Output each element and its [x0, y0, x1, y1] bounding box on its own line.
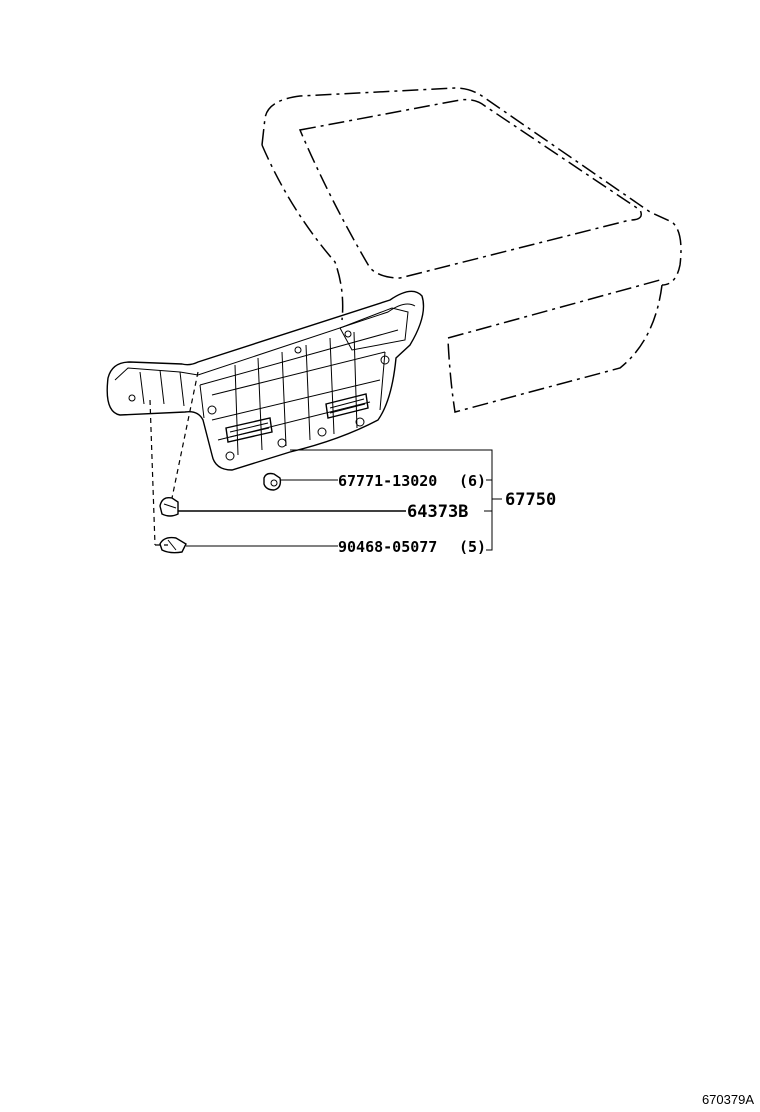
trim-panel [106, 290, 425, 471]
trunk-lid-outline [261, 87, 682, 413]
clip-67771-13020 [263, 472, 282, 491]
callout-retainer-part: 64373B [407, 502, 468, 522]
callout-fastener-part: 90468-05077 [338, 538, 437, 556]
leader-lines [178, 449, 502, 551]
fastener-90468-05077 [159, 536, 187, 554]
fastener-drop-lines [149, 371, 199, 546]
callout-clip-qty: (6) [459, 472, 486, 490]
callout-assembly-part: 67750 [505, 490, 556, 510]
illustration-reference: 670379A [702, 1092, 754, 1107]
retainer-64373b [159, 496, 179, 517]
callout-fastener-qty: (5) [459, 538, 486, 556]
callout-clip-part: 67771-13020 [338, 472, 437, 490]
